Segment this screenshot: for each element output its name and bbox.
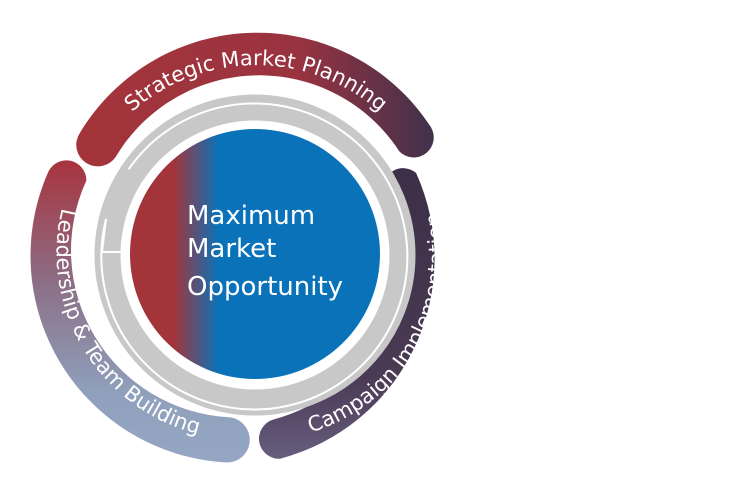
band-leadership-team-building [30,160,250,463]
gray-ring [94,94,416,416]
center-circle [130,129,380,379]
cycle-line [100,102,409,411]
center-label: Maximum Market Opportunity [187,201,343,302]
band-strategic-market-planning [76,32,434,167]
center-line-2: Market [187,234,276,264]
center-line-1: Maximum [187,201,315,231]
center-line-3: Opportunity [187,272,343,302]
